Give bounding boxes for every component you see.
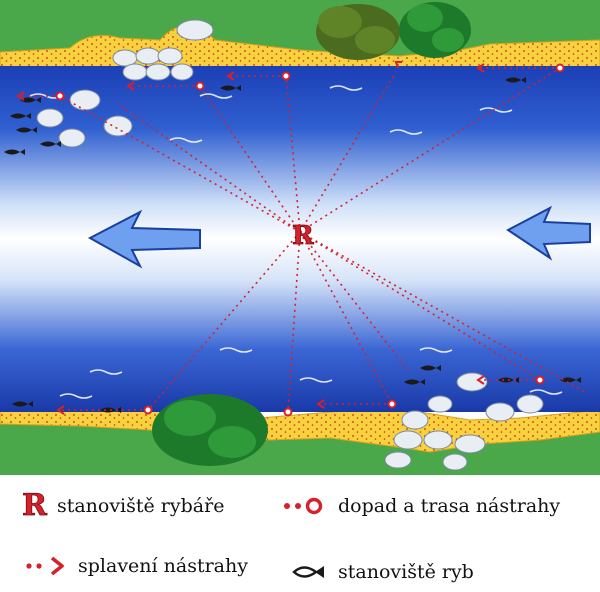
flow-arrow-right-icon [506, 205, 591, 261]
bush-olive [316, 4, 400, 60]
cast-route-icon [284, 497, 323, 515]
cast-routes [20, 67, 586, 413]
bush-green-bottom [152, 394, 268, 466]
lure-landing-points [55, 63, 565, 417]
angler-r-icon: R [22, 488, 48, 523]
legend: R stanoviště rybáře dopad a trasa nástra… [0, 475, 600, 592]
legend-cast: dopad a trasa nástrahy [282, 495, 560, 517]
flow-arrow-left-icon [87, 209, 201, 269]
legend-angler: R stanoviště rybáře [22, 488, 225, 523]
legend-cast-label: dopad a trasa nástrahy [338, 495, 561, 517]
drift-arrowheads [16, 61, 485, 415]
river-illustration: R [0, 0, 600, 475]
bush-green-top [399, 2, 471, 58]
fish-icon [292, 566, 324, 578]
stones-top [112, 19, 214, 81]
wave-marks [29, 85, 563, 399]
legend-fish-label: stanoviště ryb [338, 561, 474, 583]
stones-bottom-right [384, 372, 544, 471]
legend-angler-label: stanoviště rybáře [56, 495, 225, 517]
drift-arrow-icon [26, 556, 64, 576]
legend-fish: stanoviště ryb [290, 561, 474, 583]
legend-drift-label: splavení nástrahy [78, 555, 248, 577]
legend-drift: splavení nástrahy [24, 555, 248, 577]
angler-position-marker: R [292, 221, 314, 251]
stones-left [36, 89, 133, 148]
